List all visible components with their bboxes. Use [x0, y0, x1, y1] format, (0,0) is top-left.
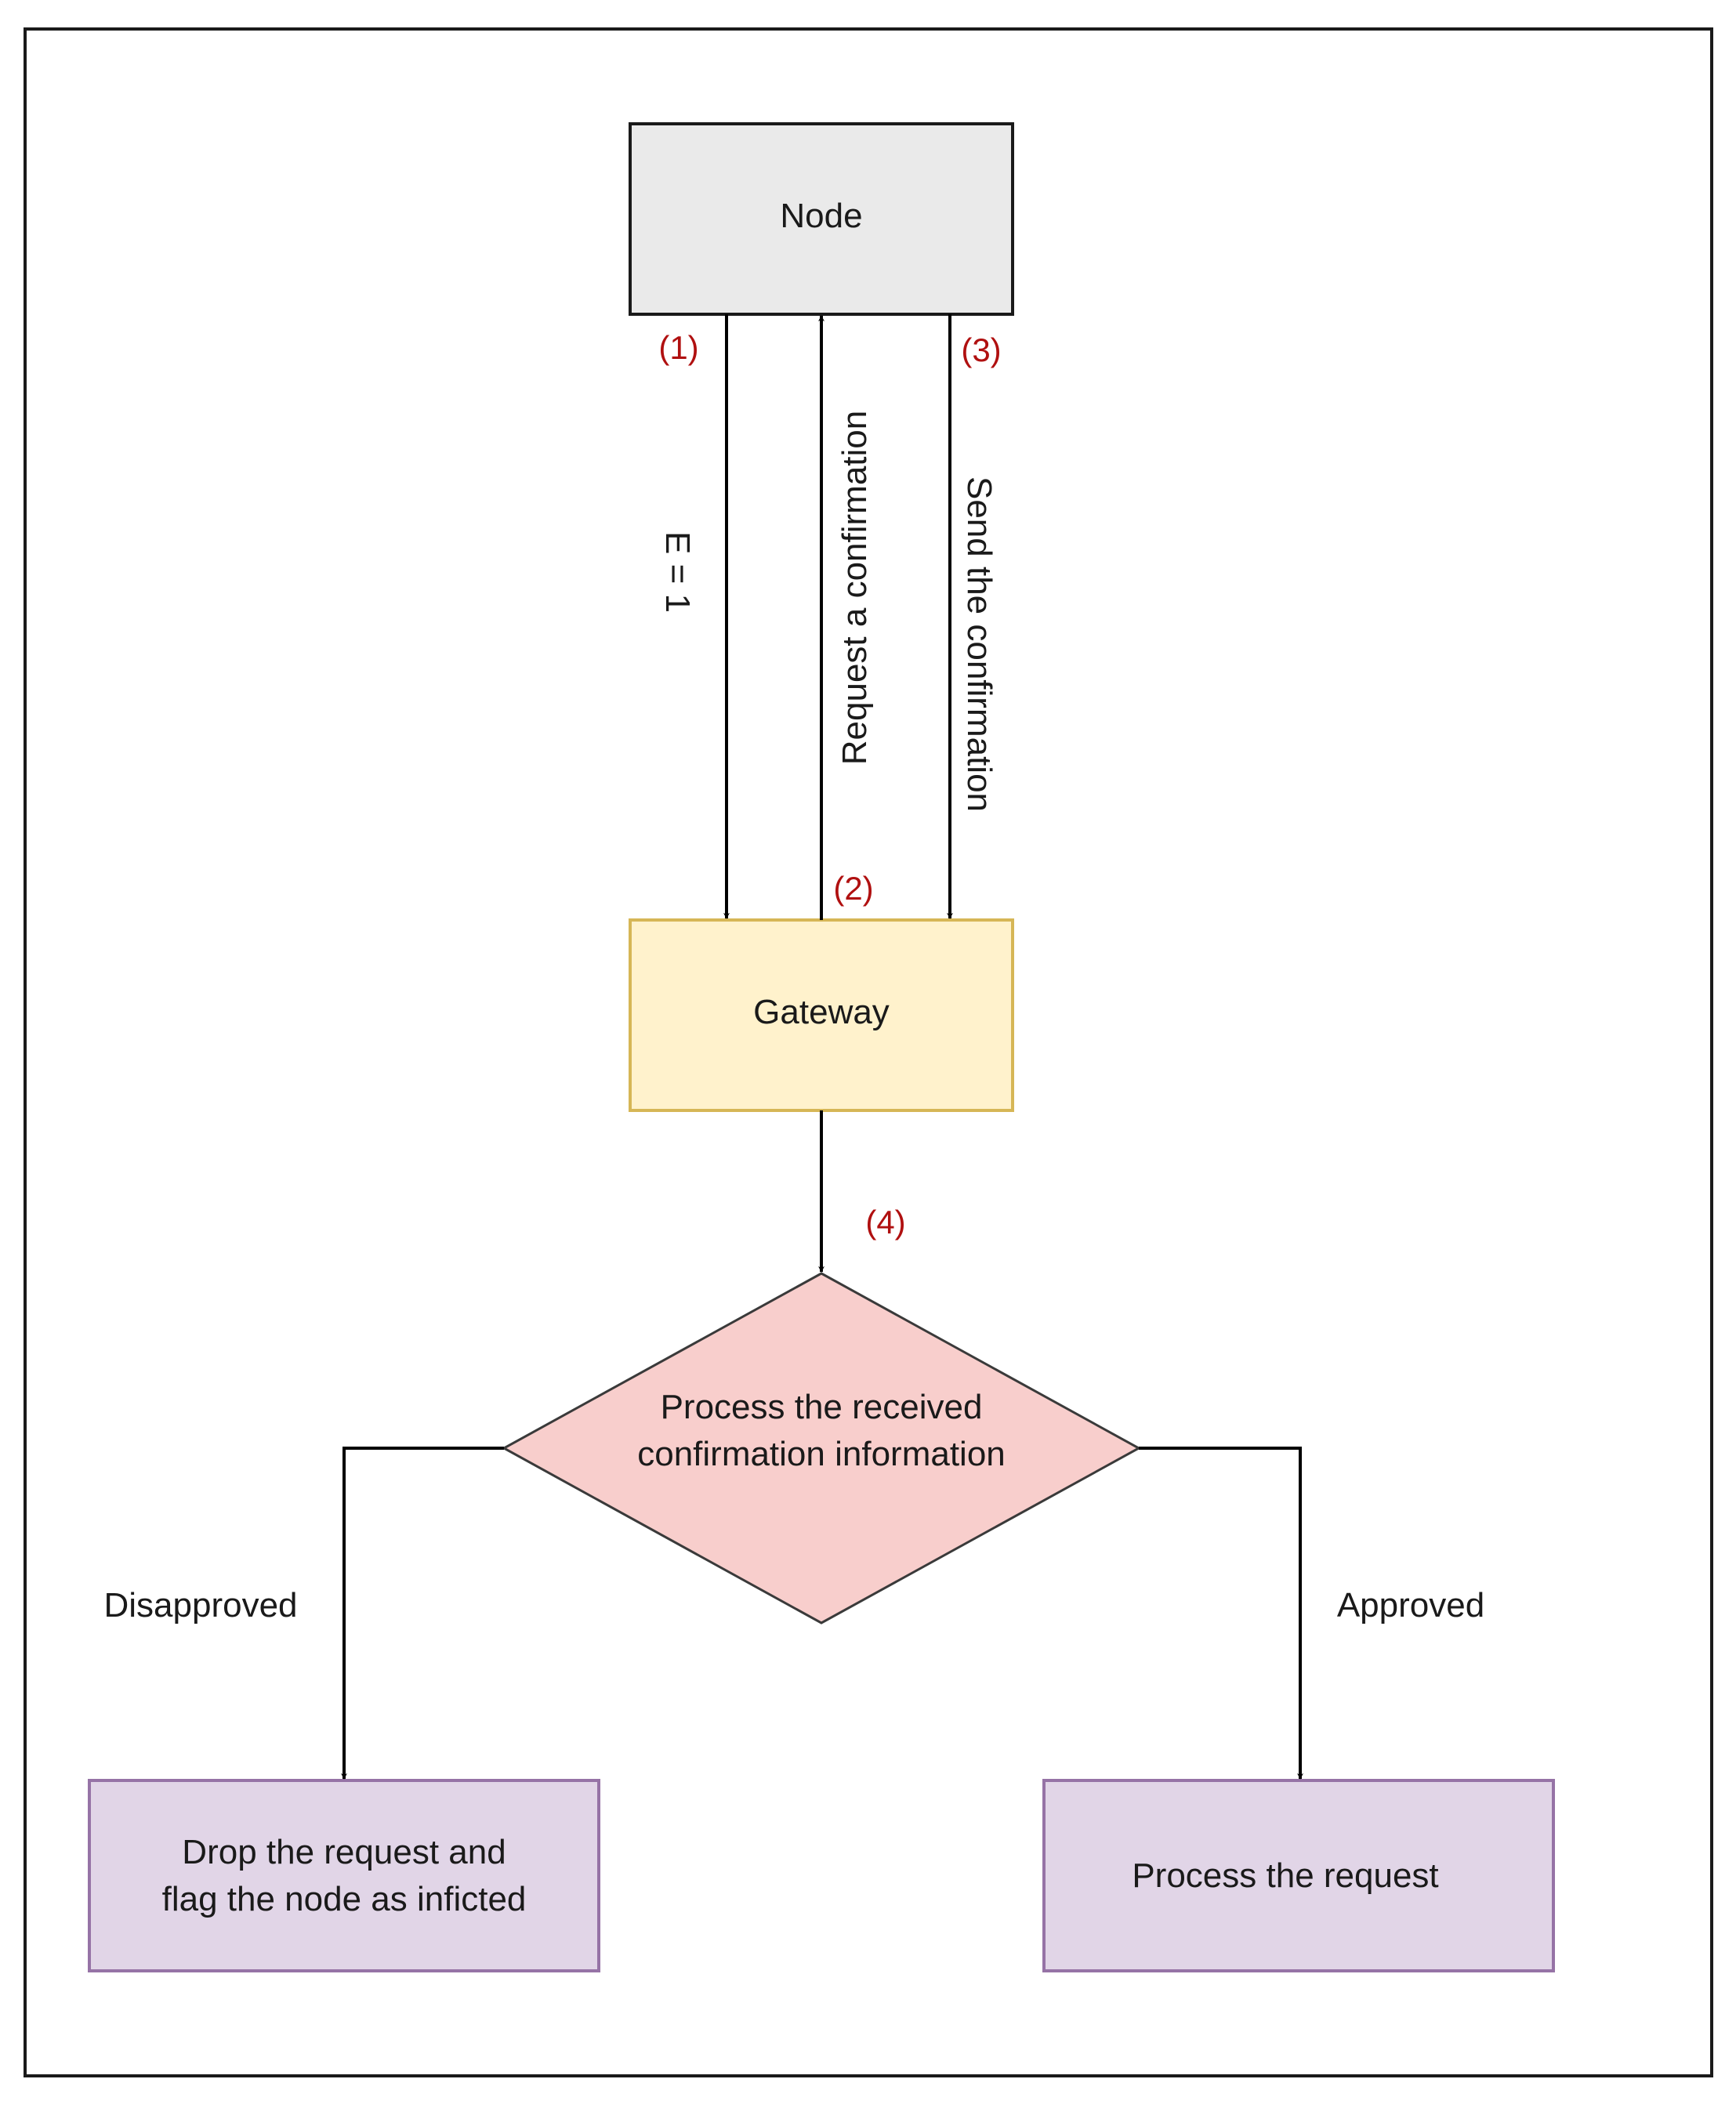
drop-label-line2: flag the node as inficted [162, 1880, 527, 1918]
step-4-label: (4) [865, 1204, 905, 1241]
node-box: Node [629, 122, 1014, 316]
step-2-label: (2) [833, 870, 873, 907]
edge-request-label: Request a confirmation [835, 411, 874, 765]
gateway-label: Gateway [753, 993, 890, 1031]
gateway-box: Gateway [629, 918, 1014, 1112]
process-label: Process the request [1132, 1856, 1438, 1895]
edge-approved-arrow [1139, 1447, 1303, 1780]
step-1-label: (1) [658, 329, 698, 366]
decision-label-line1: Process the received [661, 1388, 983, 1426]
edge-send-label: Send the confirmation [960, 476, 998, 812]
decision-diamond: Process the received confirmation inform… [501, 1272, 1142, 1624]
drop-label-line1: Drop the request and [182, 1833, 506, 1871]
drop-request-box: Drop the request and flag the node as in… [88, 1779, 600, 1972]
decision-label-line2: confirmation information [637, 1435, 1006, 1473]
approved-label: Approved [1337, 1586, 1484, 1624]
node-label: Node [780, 197, 862, 235]
edge-e1-label: E = 1 [658, 531, 697, 613]
step-3-label: (3) [961, 331, 1001, 368]
process-request-box: Process the request [1042, 1779, 1555, 1972]
disapproved-label: Disapproved [103, 1586, 297, 1624]
edge-disapproved-arrow [341, 1447, 504, 1780]
